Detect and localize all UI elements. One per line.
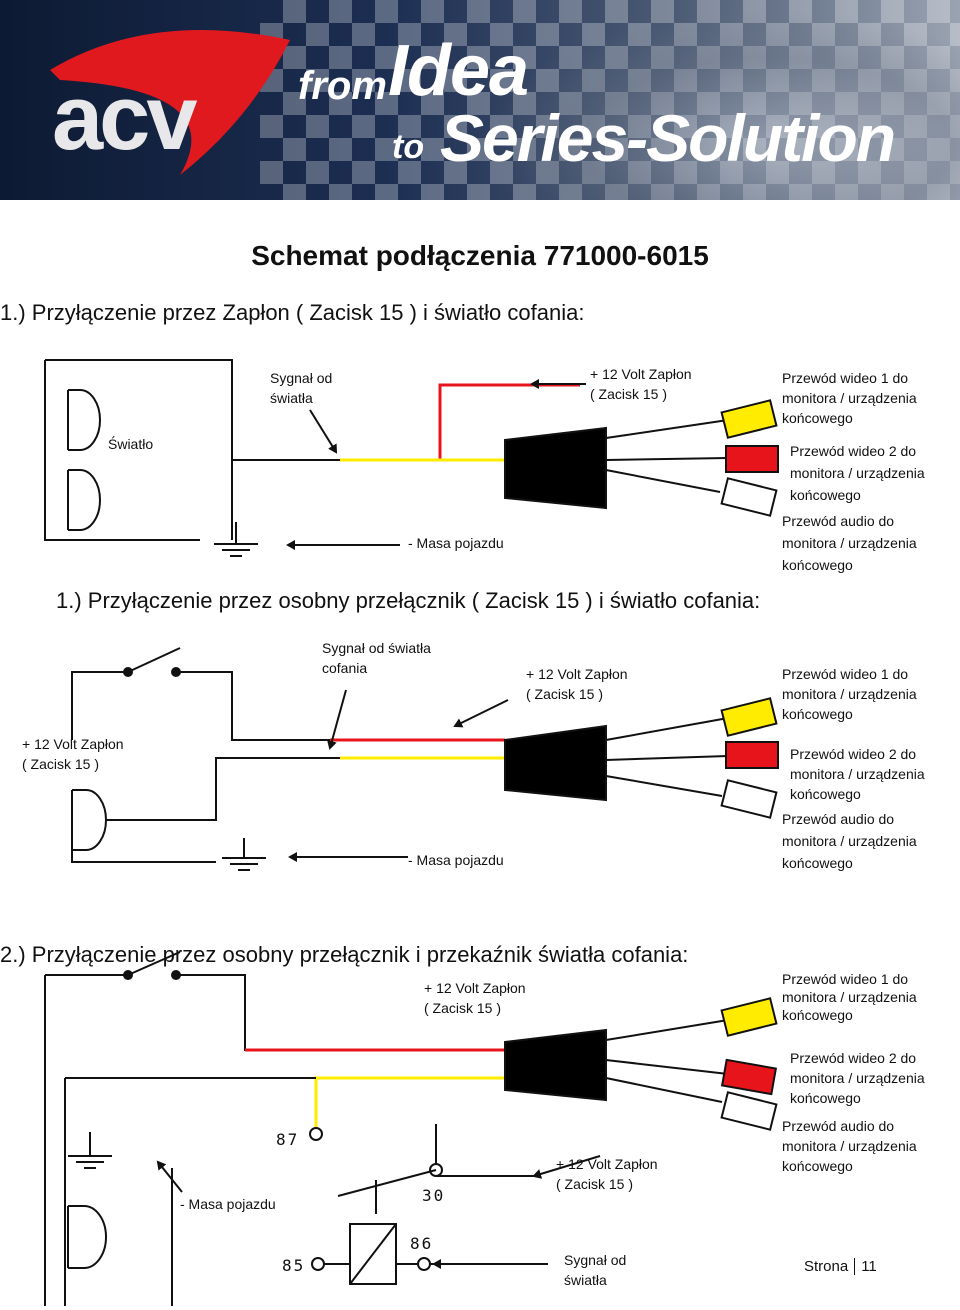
pin-87-label: 87 [276,1130,300,1149]
white-audio-plug [720,477,778,517]
video1-label: Przewód wideo 1 do monitora / urządzenia… [782,370,917,426]
ignition-left-label: + 12 Volt Zapłon ( Zacisk 15 ) [22,736,124,772]
yellow-video-plug [720,399,778,439]
video1-label: Przewód wideo 1 do monitora / urządzenia… [782,971,917,1023]
relay-pin-85 [311,1257,325,1271]
page-footer: Strona 11 [804,1258,877,1275]
ground-label: - Masa pojazdu [408,535,504,551]
ground-icon [222,838,266,871]
tagline-idea: Idea [388,31,529,111]
lamp-icon [67,1205,107,1269]
diagram-3 [44,951,778,1306]
relay-pin-87 [309,1127,323,1141]
signal-label: Sygnał od światła cofania [322,640,431,676]
red-video-plug [725,741,779,769]
car-dashboard-background [480,10,960,200]
white-audio-plug [720,779,778,819]
video2-label: Przewód wideo 2 do monitora / urządzenia… [790,443,925,503]
pin-30-label: 30 [422,1186,446,1205]
audio-label: Przewód audio do monitora / urządzenia k… [782,811,917,871]
section-2-heading: 1.) Przyłączenie przez osobny przełączni… [56,588,761,613]
header-banner: acv from Idea to Series-Solution [0,0,960,200]
red-video-plug [720,1058,778,1096]
lamp-icon [67,469,101,531]
yellow-video-plug [720,997,778,1037]
tagline-to: to [392,128,425,166]
audio-label: Przewód audio do monitora / urządzenia k… [782,1118,917,1174]
ground-icon [214,522,258,557]
lamp-icon [67,389,101,451]
signal-label: Sygnał od światła [270,370,333,406]
diagram-1 [44,359,779,557]
page-title: Schemat podłączenia 771000-6015 [251,240,709,271]
light-label: Światło [108,436,154,452]
ignition-right-label: + 12 Volt Zapłon ( Zacisk 15 ) [556,1156,658,1192]
tagline-series: Series-Solution [440,101,896,175]
section-3-heading: 2.) Przyłączenie przez osobny przełączni… [0,942,689,967]
lamp-icon [71,789,107,851]
ground-label: - Masa pojazdu [408,852,504,868]
white-audio-plug [720,1091,778,1131]
pin-85-label: 85 [282,1256,306,1275]
page-number: 11 [861,1258,877,1275]
switch-lever [127,951,181,976]
video2-label: Przewód wideo 2 do monitora / urządzenia… [790,1050,925,1106]
ignition-label: + 12 Volt Zapłon ( Zacisk 15 ) [424,980,526,1016]
tagline-from: from [298,64,387,108]
red-video-plug [725,445,779,473]
ignition-label: + 12 Volt Zapłon ( Zacisk 15 ) [590,366,692,402]
acv-logo: acv [52,67,197,169]
diagram-2 [71,647,779,871]
video2-label: Przewód wideo 2 do monitora / urządzenia… [790,746,925,802]
pin-86-label: 86 [410,1234,434,1253]
section-1-heading: 1.) Przyłączenie przez Zapłon ( Zacisk 1… [0,300,585,325]
checkered-flag-background [260,0,960,200]
relay-pin-86 [417,1257,431,1271]
video1-label: Przewód wideo 1 do monitora / urządzenia… [782,666,917,722]
ground-label: - Masa pojazdu [180,1196,276,1212]
switch-lever [127,647,181,673]
swoosh-logo-shape [50,30,290,175]
yellow-video-plug [720,697,778,737]
audio-label: Przewód audio do monitora / urządzenia k… [782,513,917,573]
footer-label: Strona [804,1258,849,1275]
signal-label: Sygnał od światła [564,1252,627,1288]
ignition-label: + 12 Volt Zapłon ( Zacisk 15 ) [526,666,628,702]
ground-icon [68,1132,112,1169]
